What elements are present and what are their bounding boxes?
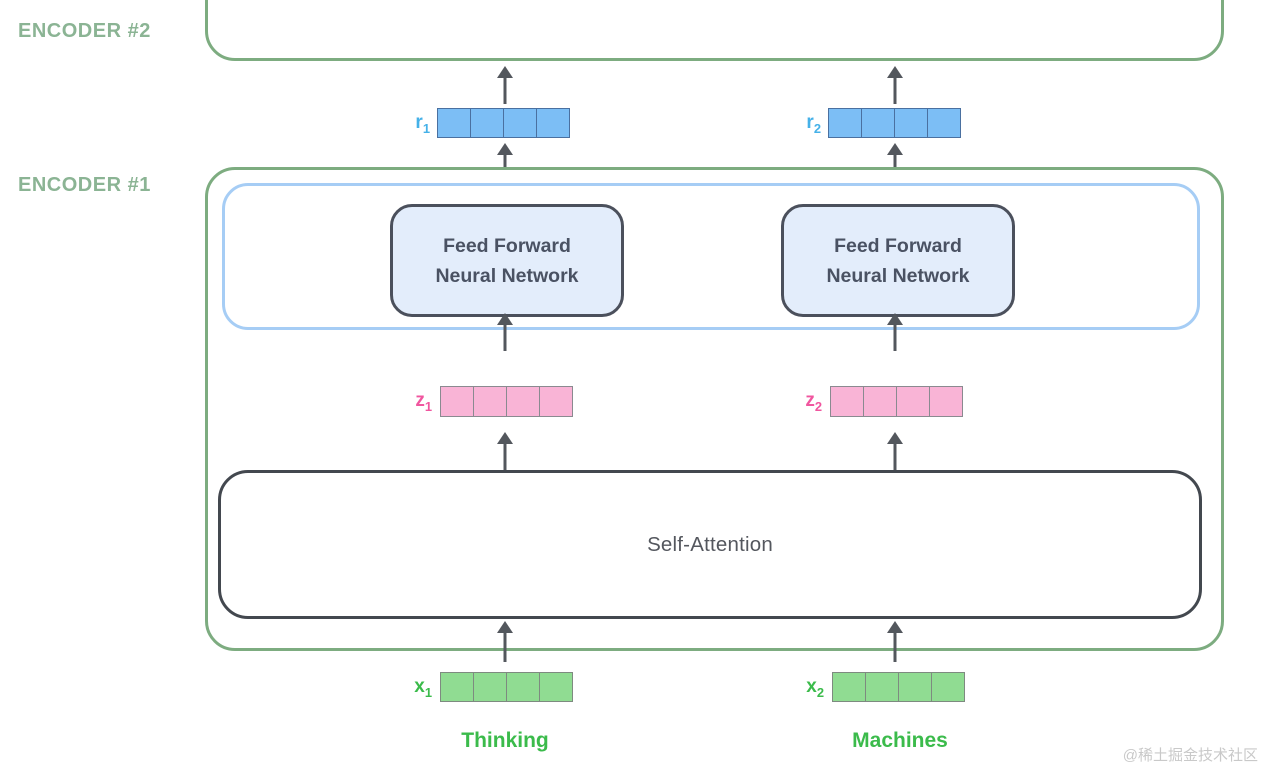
arrow-x1-to-attn [497,621,513,662]
ffnn2-line2: Neural Network [826,264,970,287]
vector-label-z1: z1 [415,390,432,414]
vector-cell [898,673,931,701]
arrow-stem [893,630,897,662]
encoder2-box [205,0,1224,61]
feed-forward-block-2: Feed Forward Neural Network [781,204,1015,317]
arrowhead-icon [887,313,903,325]
vector-cell [896,387,929,416]
ffnn2-line1: Feed Forward [834,234,962,257]
arrow-x2-to-attn [887,621,903,662]
vector-cell [865,673,898,701]
arrowhead-icon [497,66,513,78]
ffnn-wrapper-box [222,183,1200,330]
vector-cell [929,387,962,416]
arrow-r2-to-encoder2 [887,66,903,104]
vector-cell [894,109,927,137]
input-token-machines: Machines [852,729,948,752]
arrow-r1-to-encoder2 [497,66,513,104]
vector-label-r1: r1 [415,112,430,136]
arrow-stem [893,322,897,351]
vector-cell [441,387,473,416]
vector-cell [470,109,503,137]
arrowhead-icon [497,313,513,325]
watermark-text: @稀土掘金技术社区 [1122,747,1258,764]
arrowhead-icon [497,621,513,633]
arrow-stem [503,630,507,662]
arrow-stem [893,75,897,104]
vector-z2 [830,386,963,417]
arrowhead-icon [887,66,903,78]
vector-cell [931,673,964,701]
input-token-thinking: Thinking [461,729,549,752]
ffnn1-line1: Feed Forward [443,234,571,257]
arrow-stem [503,75,507,104]
arrowhead-icon [497,143,513,155]
vector-cell [506,387,539,416]
encoder1-box [205,167,1224,651]
vector-cell [438,109,470,137]
self-attention-block: Self-Attention [218,470,1202,619]
encoder2-label: ENCODER #2 [18,20,151,42]
arrowhead-icon [887,432,903,444]
vector-cell [833,673,865,701]
ffnn1-line2: Neural Network [435,264,579,287]
vector-cell [831,387,863,416]
vector-cell [503,109,536,137]
vector-label-x2: x2 [806,676,824,700]
vector-cell [863,387,896,416]
vector-r1 [437,108,570,138]
arrow-z2-to-ffnn2 [887,313,903,351]
arrowhead-icon [497,432,513,444]
encoder1-label: ENCODER #1 [18,174,151,196]
vector-label-z2: z2 [805,390,822,414]
vector-cell [473,387,506,416]
vector-label-x1: x1 [414,676,432,700]
arrow-stem [503,322,507,351]
arrowhead-icon [887,621,903,633]
vector-label-r2: r2 [806,112,821,136]
feed-forward-block-1: Feed Forward Neural Network [390,204,624,317]
vector-cell [506,673,539,701]
vector-cell [539,387,572,416]
vector-r2 [828,108,961,138]
vector-x1 [440,672,573,702]
vector-z1 [440,386,573,417]
vector-cell [441,673,473,701]
arrowhead-icon [887,143,903,155]
vector-cell [927,109,960,137]
arrow-stem [503,441,507,471]
self-attention-label: Self-Attention [647,532,773,556]
arrow-stem [893,441,897,471]
vector-cell [829,109,861,137]
arrow-z1-to-ffnn1 [497,313,513,351]
arrow-attn-to-z2 [887,432,903,471]
arrow-attn-to-z1 [497,432,513,471]
vector-cell [539,673,572,701]
vector-cell [473,673,506,701]
vector-cell [536,109,569,137]
vector-x2 [832,672,965,702]
vector-cell [861,109,894,137]
